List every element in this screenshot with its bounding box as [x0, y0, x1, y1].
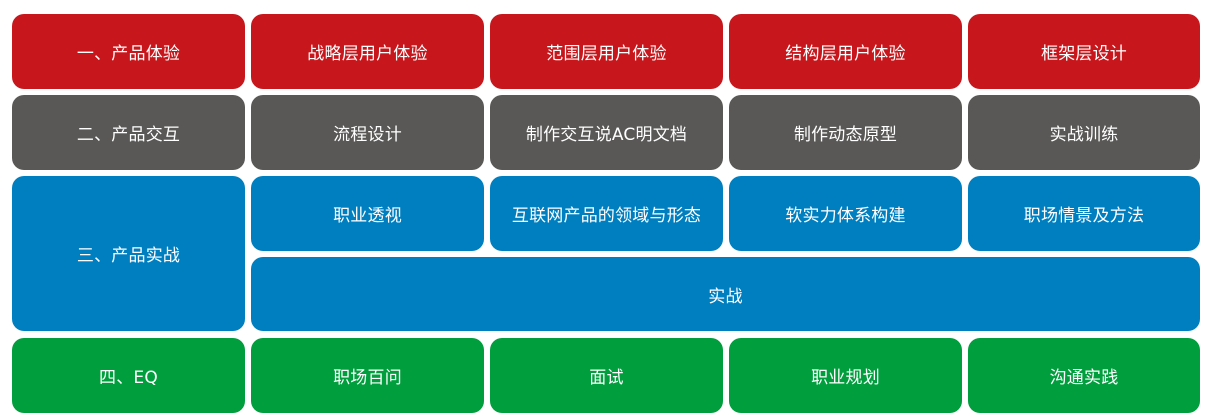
item-practical-training: 实战训练 — [968, 95, 1200, 170]
item-practice-wide: 实战 — [251, 257, 1200, 331]
item-strategy-layer-ux: 战略层用户体验 — [251, 14, 484, 89]
item-structure-layer-ux: 结构层用户体验 — [729, 14, 962, 89]
item-dynamic-prototype: 制作动态原型 — [729, 95, 962, 170]
item-communication-practice: 沟通实践 — [968, 338, 1200, 413]
item-flow-design: 流程设计 — [251, 95, 484, 170]
category-product-practice: 三、产品实战 — [12, 176, 245, 331]
item-career-perspective: 职业透视 — [251, 176, 484, 251]
category-product-interaction: 二、产品交互 — [12, 95, 245, 170]
item-internet-product-domains: 互联网产品的领域与形态 — [490, 176, 723, 251]
item-skeleton-layer-design: 框架层设计 — [968, 14, 1200, 89]
item-career-planning: 职业规划 — [729, 338, 962, 413]
item-workplace-scenarios: 职场情景及方法 — [968, 176, 1200, 251]
item-interview: 面试 — [490, 338, 723, 413]
category-product-experience: 一、产品体验 — [12, 14, 245, 89]
item-soft-skills-system: 软实力体系构建 — [729, 176, 962, 251]
category-eq: 四、EQ — [12, 338, 245, 413]
item-workplace-qa: 职场百问 — [251, 338, 484, 413]
item-scope-layer-ux: 范围层用户体验 — [490, 14, 723, 89]
item-interaction-spec-doc: 制作交互说AC明文档 — [490, 95, 723, 170]
